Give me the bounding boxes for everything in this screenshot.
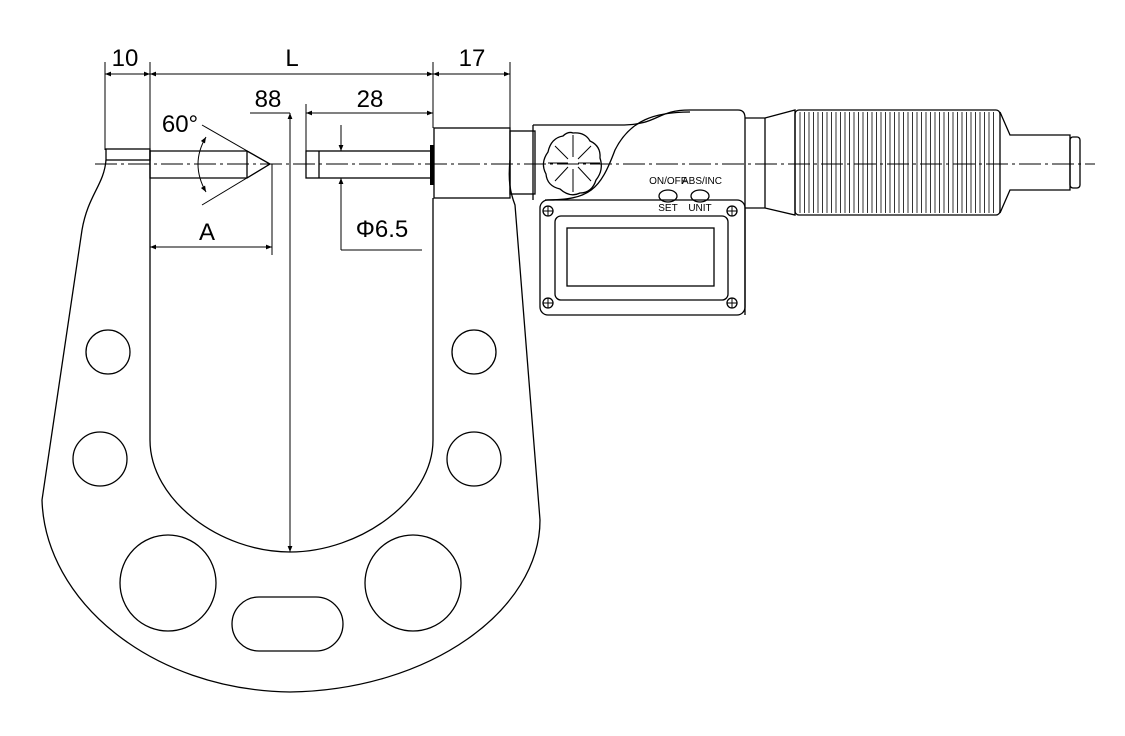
barrel [509, 130, 536, 195]
head-contour [544, 111, 691, 201]
thimble-end-cap [999, 111, 1071, 214]
thimble-knurling [799, 112, 994, 213]
knob-line [554, 166, 569, 182]
display-housing [539, 199, 746, 316]
head-outline [533, 109, 746, 315]
ratchet-knob-icon [542, 131, 602, 196]
abs-inc-unit-button[interactable] [690, 189, 710, 203]
frame [41, 150, 541, 693]
ratchet-stop [1069, 136, 1081, 189]
lcd-display [566, 227, 715, 287]
screw-icon [726, 205, 738, 217]
dim-length: L [285, 45, 298, 72]
thimble-body [794, 109, 1001, 216]
anvil [105, 124, 272, 206]
screw-icon [542, 205, 554, 217]
angle-arc [197, 136, 207, 193]
frame-hole [446, 431, 502, 487]
frame-inner-edge [149, 150, 434, 553]
screw-icon [726, 297, 738, 309]
screw-icon [542, 297, 554, 309]
frame-hole [72, 431, 128, 487]
spindle-flange [430, 145, 434, 185]
frame-hole [85, 329, 131, 375]
abs-inc-label: ABS/INC [682, 176, 722, 187]
digital-head: ON/OFF SET ABS/INC UNIT [532, 109, 746, 316]
frame-hole [364, 534, 462, 632]
knob-line [554, 145, 569, 160]
frame-slot [231, 596, 344, 652]
dim-spindle-diameter: Φ6.5 [356, 216, 409, 243]
dim-point-angle: 60° [162, 111, 198, 138]
angle-extension-line [201, 124, 271, 165]
angle-extension-line [201, 163, 271, 206]
frame-hole [451, 329, 497, 375]
anvil-stub [105, 148, 151, 161]
knob-line [577, 145, 592, 160]
unit-label: UNIT [688, 203, 711, 214]
dimension-lines [104, 62, 511, 552]
knob-outline [542, 131, 602, 196]
on-off-label: ON/OFF [649, 176, 687, 187]
spindle-rod [305, 150, 432, 179]
dim-point-length: A [199, 219, 215, 246]
spindle [305, 127, 536, 199]
frame-outline [41, 159, 541, 693]
display-bezel [554, 215, 729, 301]
thimble [745, 109, 1081, 216]
frame-hole [119, 534, 217, 632]
on-off-set-button[interactable] [658, 189, 678, 203]
dim-anvil-offset: 10 [112, 45, 139, 72]
dim-sleeve-width: 17 [459, 45, 486, 72]
sleeve [433, 127, 511, 199]
knob-line [577, 166, 592, 182]
dim-frame-depth: 88 [255, 86, 282, 113]
anvil-point [149, 150, 272, 179]
set-label: SET [658, 203, 677, 214]
dim-spindle-length: 28 [357, 86, 384, 113]
thimble-sleeve [745, 109, 796, 216]
